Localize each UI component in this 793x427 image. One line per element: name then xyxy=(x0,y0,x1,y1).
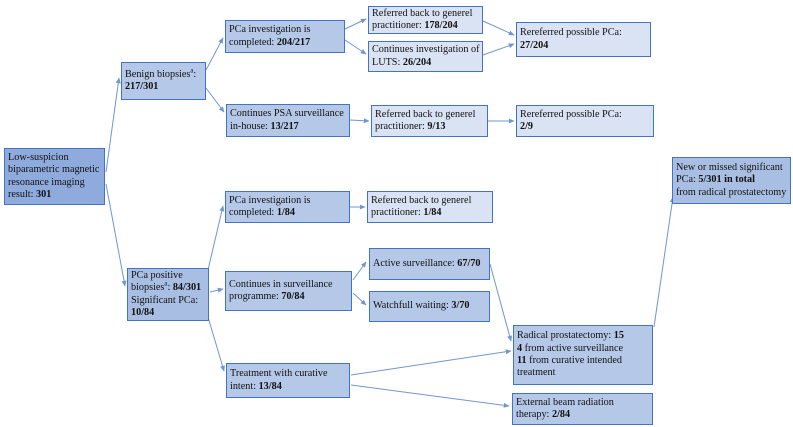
flow-box-line: Low-suspicion xyxy=(8,151,69,163)
flow-arrow-referred-gp-178-to-rereferred-27 xyxy=(482,20,515,36)
flow-arrow-mri-result-to-pca-positive-biopsies xyxy=(105,183,127,287)
flow-arrow-psa-surveillance-inhouse-to-referred-gp-9 xyxy=(349,118,370,124)
flow-box-line: practitioner: 9/13 xyxy=(375,121,446,132)
flow-arrow-pca-positive-biopsies-to-pca-investigation-completed-1 xyxy=(207,205,225,271)
flow-box-line: Rereferred possible PCa: xyxy=(520,108,622,120)
flow-arrow-continues-luts-to-rereferred-27 xyxy=(482,43,515,56)
flow-box-rereferred-2: Rereferred possible PCa:2/9 xyxy=(516,105,654,137)
flow-box-line: LUTS: 26/204 xyxy=(372,56,432,68)
flow-box-line: Referred back to generel xyxy=(375,108,476,120)
flow-box-line: Continues PSA surveillance xyxy=(230,108,344,120)
flow-arrow-surveillance-programme-to-active-surveillance xyxy=(352,261,367,281)
flow-box-line: 10/84 xyxy=(131,306,155,318)
flow-box-line: biopsiesa: 84/301 xyxy=(131,280,202,294)
flow-arrow-pca-investigation-completed-204-to-continues-luts xyxy=(344,39,367,55)
flow-arrow-radical-prostatectomy-to-new-or-missed-pca xyxy=(653,196,675,328)
flow-box-line: 11 from curative intended xyxy=(517,355,622,366)
flow-box-line: resonance imaging xyxy=(8,176,85,188)
flow-box-line: Active surveillance: 67/70 xyxy=(373,257,481,269)
flow-box-line: intent: 13/84 xyxy=(230,380,282,392)
flow-arrow-active-surveillance-to-radical-prostatectomy xyxy=(489,263,513,342)
flow-box-line: Rereferred possible PCa: xyxy=(520,27,622,39)
flow-box-line: therapy: 2/84 xyxy=(516,409,571,420)
flow-box-line: External beam radiation xyxy=(516,396,614,408)
flow-box-line: 2/9 xyxy=(520,121,534,132)
flow-box-line: in-house: 13/217 xyxy=(230,120,299,132)
flow-box-line: 217/301 xyxy=(125,81,159,92)
flow-box-line: 27/204 xyxy=(520,39,549,51)
flow-arrow-mri-result-to-benign-biopsies xyxy=(105,77,121,173)
flow-box-watchfull-waiting: Watchfull waiting: 3/70 xyxy=(369,291,490,322)
flow-box-line: Radical prostatectomy: 15 xyxy=(517,330,624,342)
flow-box-line: result: 301 xyxy=(8,188,52,200)
flow-box-line: Continues investigation of xyxy=(372,44,480,56)
flow-box-line: biparametric magnetic xyxy=(8,164,100,176)
flow-box-line: programme: 70/84 xyxy=(229,291,305,302)
flow-box-line: completed: 204/217 xyxy=(229,36,311,48)
flow-box-line: 4 from active surveillance xyxy=(517,342,624,354)
flow-box-active-surveillance: Active surveillance: 67/70 xyxy=(369,248,490,280)
flow-box-line: PCa: 5/301 in total xyxy=(676,174,755,186)
flow-box-line: PCa positive xyxy=(131,269,183,281)
flow-box-line: completed: 1/84 xyxy=(229,207,295,218)
flow-box-line: from radical prostatectomy xyxy=(676,186,787,198)
flow-arrow-pca-positive-biopsies-to-surveillance-programme xyxy=(209,287,224,293)
flow-box-line: PCa investigation is xyxy=(229,194,311,206)
flow-arrow-pca-positive-biopsies-to-curative-treatment xyxy=(207,316,225,372)
flow-box-line: PCa investigation is xyxy=(229,24,311,36)
flow-box-line: Treatment with curative xyxy=(230,368,328,380)
flow-box-line: Benign biopsiesa: xyxy=(125,67,197,80)
flow-box-line: Referred back to generel xyxy=(372,7,473,19)
flow-arrow-pca-investigation-completed-204-to-referred-gp-178 xyxy=(344,18,367,30)
flow-arrow-curative-treatment-to-external-beam-radiation xyxy=(350,384,510,408)
flow-box-line: Referred back to generel xyxy=(371,194,472,206)
flow-box-line: practitioner: 1/84 xyxy=(371,207,442,218)
flow-arrow-benign-biopsies-to-pca-investigation-completed-204 xyxy=(205,37,224,71)
flow-box-line: New or missed significant xyxy=(676,162,783,174)
flow-box-line: Significant PCa: xyxy=(131,294,199,306)
flow-box-line: treatment xyxy=(517,367,556,379)
flow-box-line: practitioner: 178/204 xyxy=(372,20,458,31)
flow-box-line: Continues in surveillance xyxy=(229,278,333,290)
flow-box-rereferred-27: Rereferred possible PCa:27/204 xyxy=(516,22,651,57)
flow-arrow-surveillance-programme-to-watchfull-waiting xyxy=(352,292,367,306)
flow-box-line: Watchfull waiting: 3/70 xyxy=(373,300,470,312)
flow-arrow-curative-treatment-to-radical-prostatectomy xyxy=(350,349,512,376)
flow-arrow-benign-biopsies-to-psa-surveillance-inhouse xyxy=(205,87,225,113)
flow-box-benign-biopsies: Benign biopsiesa:217/301 xyxy=(121,62,206,100)
